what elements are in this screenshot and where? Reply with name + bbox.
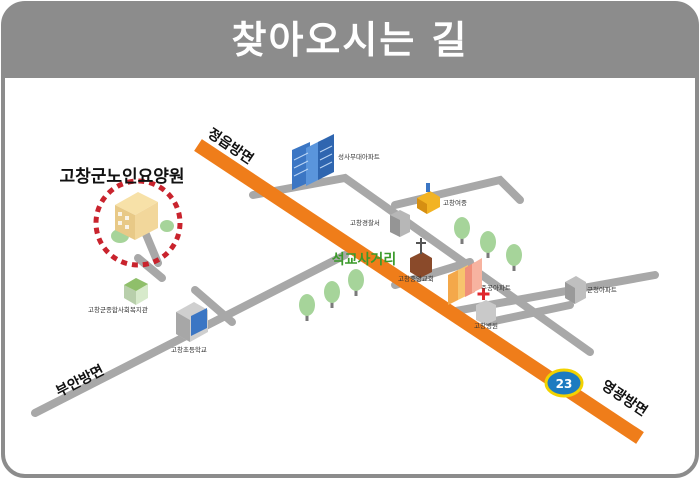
- facility-marker: [93, 178, 183, 268]
- road-facility-stub: [141, 228, 162, 267]
- landmark-label-building-right: 군청아파트: [587, 285, 617, 294]
- road-hospital: [486, 301, 574, 326]
- landmark-label-hospital: 고창병원: [474, 321, 498, 330]
- tree-icon: [454, 217, 470, 244]
- tree-icon: [160, 220, 174, 232]
- elementary-building-icon: [176, 302, 208, 342]
- school-building-icon: [417, 183, 440, 214]
- landmark-label-apartment-top: 성사무대아파트: [338, 152, 380, 161]
- hospital-building-icon: [476, 288, 496, 325]
- page-title: 찾아오시는 길: [231, 18, 469, 62]
- tree-icon: [324, 281, 340, 308]
- route-23-badge: [544, 368, 584, 398]
- landmark-label-welfare: 고창군종합사회복지관: [88, 305, 148, 314]
- facility-building-icon: [115, 192, 158, 240]
- church-building-icon: [410, 238, 432, 278]
- apartment-mid-building-icon: [448, 258, 482, 305]
- landmark-label-church: 고창중앙교회: [398, 275, 434, 283]
- route-number-label: 23: [556, 377, 573, 391]
- facility-name-label: 고창군노인요양원: [59, 167, 184, 187]
- landmark-label-police: 고창경찰서: [350, 218, 380, 227]
- header-bar: [3, 3, 697, 77]
- landmark-label-school: 고창여중: [443, 198, 467, 207]
- right-building-icon: [565, 276, 586, 304]
- road-north-loop: [249, 173, 594, 356]
- intersection-label: 석교사거리: [332, 252, 396, 268]
- road-elementary: [191, 286, 236, 326]
- tree-icon: [480, 231, 496, 258]
- tree-group: [111, 217, 522, 321]
- apartment-top-building-icon: [292, 134, 334, 190]
- road-welfare: [134, 254, 166, 282]
- tree-icon: [299, 294, 315, 321]
- welfare-building-icon: [124, 278, 148, 305]
- police-building-icon: [390, 210, 410, 237]
- landmark-label-apartment-mid: 주공아파트: [481, 283, 511, 292]
- tree-icon: [506, 244, 522, 271]
- tree-icon: [348, 269, 364, 296]
- facility-highlight-circle: [93, 178, 183, 268]
- landmark-label-elementary: 고창초등학교: [171, 345, 207, 354]
